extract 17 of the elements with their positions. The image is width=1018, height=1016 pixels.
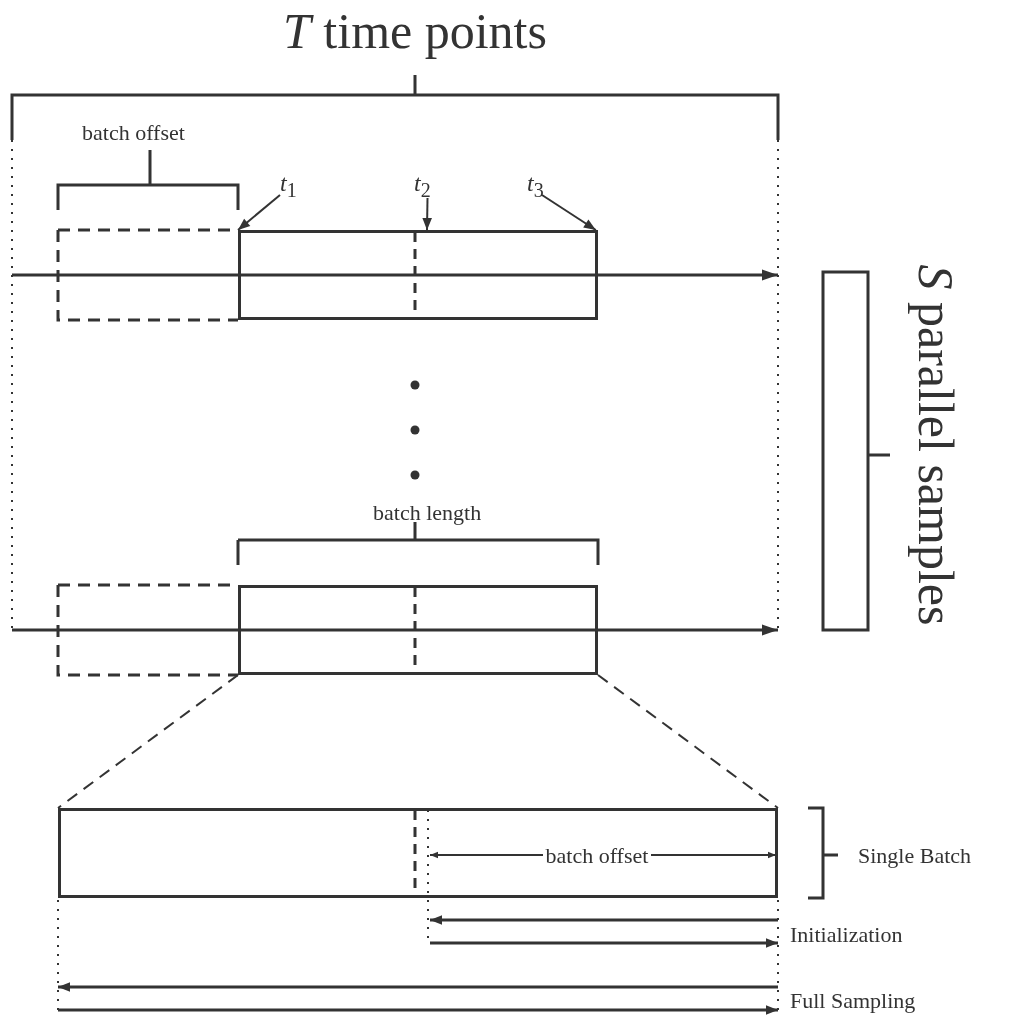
batch-box	[238, 585, 598, 675]
bracket-label: batch length	[373, 502, 482, 524]
zoom-line	[597, 674, 779, 809]
time-point-label: t$_{3}$	[527, 168, 557, 198]
single-batch-box	[58, 808, 778, 898]
batch-box	[238, 230, 598, 320]
arrow	[541, 194, 597, 231]
time-point-label: t$_{1}$	[280, 168, 310, 198]
arrow	[422, 197, 432, 231]
axis-label: S parallel samples	[910, 264, 960, 626]
zoom-line	[57, 674, 239, 809]
arrow	[237, 194, 281, 231]
arrow-label: Initialization	[790, 924, 903, 946]
bracket-label: batch offset	[82, 122, 185, 144]
time-point-label: t$_{2}$	[414, 168, 444, 198]
arrow-label: Full Sampling	[790, 990, 916, 1012]
bracket-label: Single Batch	[858, 845, 972, 867]
